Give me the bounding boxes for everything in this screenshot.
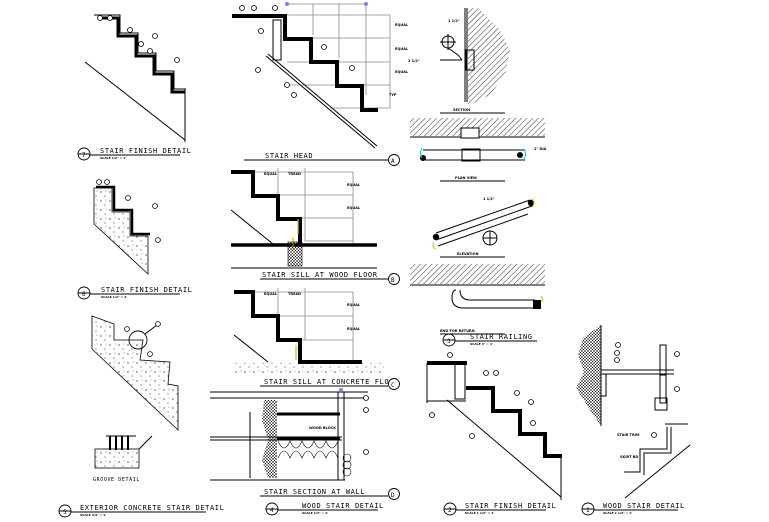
railing-end-label: END FOR RETURN — [440, 329, 475, 333]
section-b-drawing: EQUAL TREAD EQUAL EQUAL — [230, 168, 377, 269]
railing-elevation-view: 1 1/2" ELEVATION — [432, 197, 535, 258]
svg-text:D: D — [391, 492, 395, 499]
railing-end-return-view: END FOR RETURN — [410, 264, 545, 335]
detail-2-title: 2 STAIR FINISH DETAIL SCALE 1 1/2" = 1' — [443, 502, 556, 516]
detail-7-label: STAIR FINISH DETAIL — [100, 147, 191, 155]
svg-text:SCALE 1/2" = 1': SCALE 1/2" = 1' — [100, 156, 126, 160]
detail-4-title: 4 WOOD STAIR DETAIL SCALE 1/4" = 1' — [265, 502, 384, 516]
section-c-label: STAIR SILL AT CONCRETE FLOOR — [264, 378, 399, 386]
svg-text:WOOD BLOCK: WOOD BLOCK — [309, 426, 336, 430]
detail-6-drawing — [93, 179, 161, 275]
detail-3-label: STAIR RAILING — [470, 333, 533, 341]
svg-text:2: 2 — [448, 507, 452, 514]
detail-1-drawing: STAIR TRIM SKIRT BD — [576, 325, 691, 499]
section-c-drawing: EQUAL TREAD EQUAL EQUAL — [233, 288, 384, 374]
svg-text:SKIRT BD: SKIRT BD — [620, 455, 638, 459]
detail-6-label: STAIR FINISH DETAIL — [101, 286, 192, 294]
svg-text:2 1/2": 2 1/2" — [408, 59, 420, 63]
detail-6-title: 6 STAIR FINISH DETAIL SCALE 1/2" = 1' — [77, 286, 192, 300]
svg-text:EQUAL: EQUAL — [395, 23, 409, 27]
svg-text:4: 4 — [270, 507, 274, 514]
railing-plan-label: PLAN VIEW — [455, 176, 477, 180]
svg-text:TREAD: TREAD — [288, 292, 301, 296]
svg-text:SCALE 1 1/2" = 1': SCALE 1 1/2" = 1' — [603, 511, 632, 515]
svg-text:1 1/2": 1 1/2" — [448, 19, 460, 23]
svg-text:TYP: TYP — [389, 93, 397, 97]
railing-section-label: SECTION — [453, 108, 470, 112]
section-b-label: STAIR SILL AT WOOD FLOOR — [262, 271, 378, 279]
svg-text:EQUAL: EQUAL — [347, 183, 361, 187]
section-d-title: STAIR SECTION AT WALL D — [260, 488, 400, 500]
detail-5-drawing: GROOVE DETAIL — [91, 315, 179, 483]
svg-text:EQUAL: EQUAL — [347, 327, 361, 331]
svg-text:SCALE 3/4" = 1': SCALE 3/4" = 1' — [80, 513, 106, 517]
svg-text:B: B — [391, 277, 395, 284]
svg-text:EQUAL: EQUAL — [395, 70, 409, 74]
section-b-title: STAIR SILL AT WOOD FLOOR B — [260, 271, 400, 285]
svg-text:EQUAL: EQUAL — [395, 47, 409, 51]
detail-5-title: 5 EXTERIOR CONCRETE STAIR DETAIL SCALE 3… — [58, 504, 224, 518]
detail-3-title: 3 STAIR RAILING SCALE 3" = 1' — [442, 333, 537, 347]
svg-text:STAIR TRIM: STAIR TRIM — [617, 433, 640, 437]
svg-text:1 1/2": 1 1/2" — [483, 197, 495, 201]
railing-section-view: 2 1/2" 1 1/2" SECTION — [408, 8, 510, 114]
svg-text:1: 1 — [586, 507, 590, 514]
svg-text:EQUAL: EQUAL — [264, 292, 278, 296]
svg-text:SCALE 1 1/2" = 1': SCALE 1 1/2" = 1' — [465, 511, 494, 515]
detail-4-label: WOOD STAIR DETAIL — [302, 502, 384, 510]
svg-text:EQUAL: EQUAL — [347, 206, 361, 210]
svg-text:SCALE 1/4" = 1': SCALE 1/4" = 1' — [302, 511, 328, 515]
groove-detail-label: GROOVE DETAIL — [93, 477, 140, 483]
svg-text:EQUAL: EQUAL — [264, 172, 278, 176]
detail-7-drawing — [84, 14, 186, 142]
railing-elevation-label: ELEVATION — [457, 252, 479, 256]
railing-plan-view: 1" DIA PLAN VIEW — [410, 118, 547, 182]
section-c-title: STAIR SILL AT CONCRETE FLOOR C — [260, 378, 400, 390]
svg-text:SCALE 3" = 1': SCALE 3" = 1' — [470, 342, 493, 346]
detail-5-label: EXTERIOR CONCRETE STAIR DETAIL — [80, 504, 224, 512]
svg-text:SCALE 1/2" = 1': SCALE 1/2" = 1' — [101, 295, 127, 299]
section-a-label: STAIR HEAD — [265, 152, 313, 160]
svg-text:6: 6 — [82, 291, 86, 298]
svg-text:A: A — [391, 158, 395, 165]
section-a-drawing: EQUAL EQUAL EQUAL TYP — [232, 2, 409, 149]
svg-text:1" DIA: 1" DIA — [534, 147, 547, 151]
svg-text:C: C — [391, 382, 395, 389]
detail-1-title: 1 WOOD STAIR DETAIL SCALE 1 1/2" = 1' — [581, 502, 685, 516]
svg-text:EQUAL: EQUAL — [347, 303, 361, 307]
section-a-title: STAIR HEAD A — [244, 152, 400, 166]
detail-2-drawing — [426, 352, 562, 500]
detail-7-title: 7 STAIR FINISH DETAIL SCALE 1/2" = 1' — [77, 147, 191, 161]
svg-text:TREAD: TREAD — [288, 172, 301, 176]
section-d-drawing: WOOD BLOCK — [210, 388, 369, 481]
detail-1-label: WOOD STAIR DETAIL — [603, 502, 685, 510]
svg-text:3: 3 — [447, 338, 451, 345]
section-d-label: STAIR SECTION AT WALL — [264, 488, 365, 496]
svg-text:5: 5 — [63, 509, 67, 516]
detail-2-label: STAIR FINISH DETAIL — [465, 502, 556, 510]
svg-text:7: 7 — [82, 152, 86, 159]
